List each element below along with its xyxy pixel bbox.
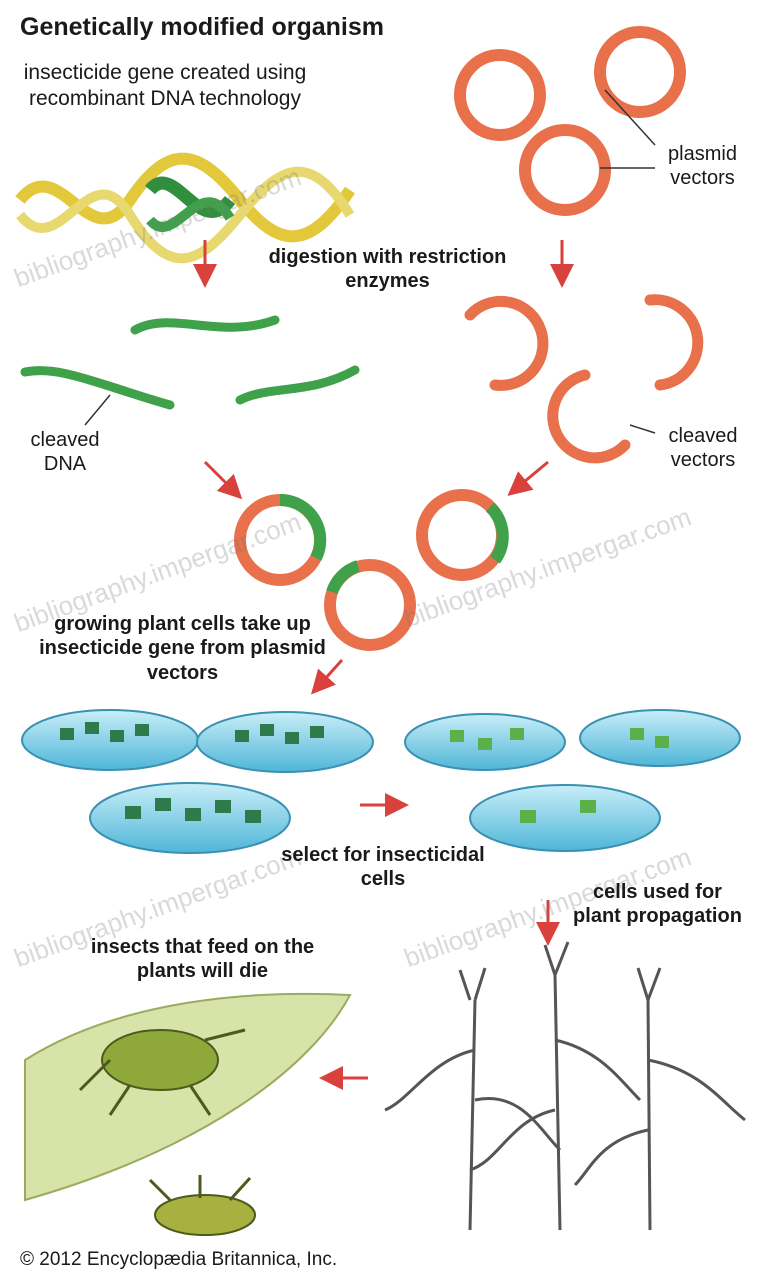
copyright-notice: © 2012 Encyclopædia Britannica, Inc. [20, 1248, 337, 1271]
cleaved-dna-fragments [25, 320, 355, 405]
cells-used-label: cells used for plant propagation [570, 880, 745, 929]
insecticide-gene-label: insecticide gene created using recombina… [20, 60, 310, 111]
arrow-to-recombinant-left [205, 462, 238, 495]
plasmid-vectors-label: plasmid vectors [640, 142, 765, 191]
dna-helix [20, 159, 350, 259]
growing-cells-label: growing plant cells take up insecticide … [20, 612, 345, 685]
select-label: select for insecticidal cells [278, 843, 488, 892]
corn-plants [385, 942, 745, 1230]
plasmid-leader-line [605, 90, 655, 145]
cleaved-dna-label: cleaved DNA [10, 428, 120, 477]
arrow-to-recombinant-right [512, 462, 548, 492]
cleaved-dna-leader [85, 395, 110, 425]
diagram-title: Genetically modified organism [20, 12, 384, 43]
insects-label: insects that feed on the plants will die [65, 935, 340, 984]
digestion-label: digestion with restriction enzymes [255, 245, 520, 294]
petri-dishes-selected [405, 710, 740, 851]
leaf-with-insects [25, 994, 350, 1235]
cleaved-vectors-label: cleaved vectors [648, 424, 758, 473]
petri-dishes-unselected [22, 710, 373, 853]
